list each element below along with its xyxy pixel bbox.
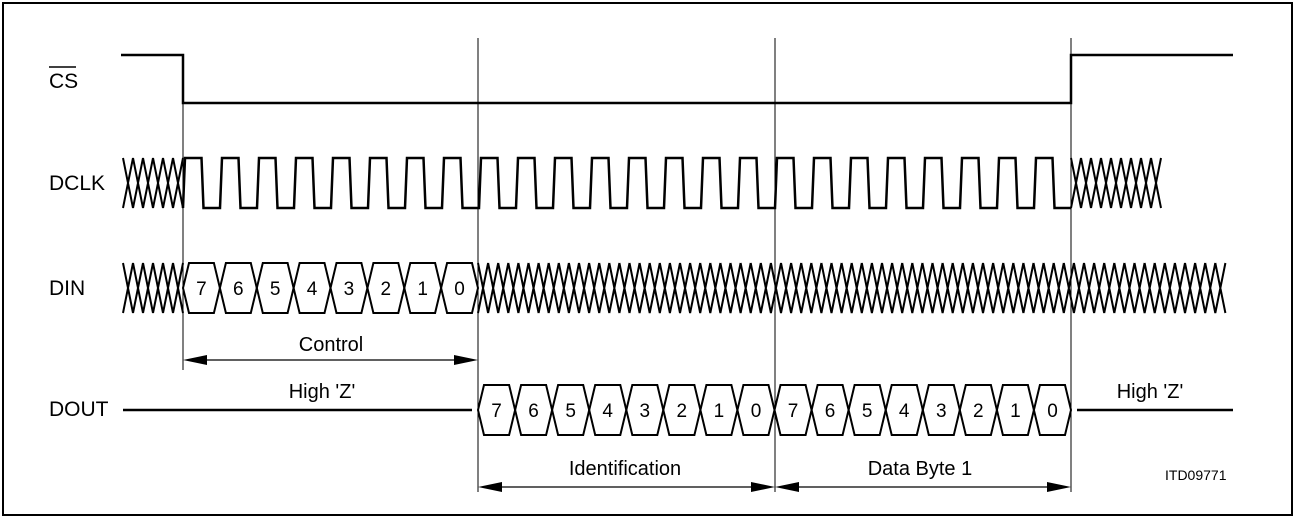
boundary-lines [182,38,1072,492]
control-dimension [183,355,478,365]
dout-waveform: 7 6 5 4 3 2 1 0 7 6 5 4 3 2 1 0 [123,384,1233,436]
control-arrow-right-head [454,355,478,365]
data-byte-arrow-right-head [1047,482,1071,492]
dout-bit-label: 5 [862,401,873,422]
din-waveform: 7 6 5 4 3 2 1 0 [122,262,1227,314]
dclk-waveform [122,156,1162,210]
dclk-dont-care-right [1070,157,1162,209]
dout-bit-label: 7 [788,401,799,422]
identification-dimension [478,482,775,492]
dout-bit-label: 4 [899,401,910,422]
din-bit-label: 5 [270,279,281,300]
identification-arrow-right-head [751,482,775,492]
data-byte-arrow-left-head [775,482,799,492]
dout-bit-label: 4 [602,401,613,422]
dout-bit-label: 3 [640,401,651,422]
din-bit-label: 1 [417,279,428,300]
din-bit-label: 2 [381,279,392,300]
dout-bit-label: 2 [677,401,688,422]
dout-bit-label: 5 [565,401,576,422]
identification-arrow-left-head [478,482,502,492]
data-byte-dimension [775,482,1071,492]
signal-label-cs: CS [49,70,78,93]
din-bit-label: 0 [454,279,465,300]
din-dont-care-right [477,262,1227,314]
dout-bit-cell [1032,384,1073,436]
control-arrow-left-head [183,355,207,365]
dout-bit-label: 1 [1010,401,1021,422]
dout-bit-label: 3 [936,401,947,422]
cs-waveform [121,53,1233,105]
identification-label: Identification [569,458,681,480]
din-bit-label: 4 [307,279,318,300]
data-byte-label: Data Byte 1 [868,458,973,480]
din-bit-label: 7 [196,279,207,300]
figure-code: ITD09771 [1165,467,1227,483]
din-bit-label: 6 [233,279,244,300]
signal-label-din: DIN [49,277,85,300]
dout-bit-label: 6 [528,401,539,422]
dout-bit-label: 0 [751,401,762,422]
dclk-clock-pulses [181,156,1071,210]
dout-bit-label: 1 [714,401,725,422]
signal-label-dclk: DCLK [49,172,105,195]
high-z-left-label: High 'Z' [289,381,356,403]
din-bit-label: 3 [344,279,355,300]
dout-bit-label: 2 [973,401,984,422]
high-z-right-label: High 'Z' [1117,381,1184,403]
din-dont-care-left [122,262,184,314]
control-label: Control [299,334,363,356]
dclk-dont-care-left [122,157,184,209]
dout-bit-label: 6 [825,401,836,422]
signal-label-dout: DOUT [49,398,109,421]
din-bit-cell [440,262,480,314]
dout-bit-label: 0 [1047,401,1058,422]
dout-bit-label: 7 [491,401,502,422]
